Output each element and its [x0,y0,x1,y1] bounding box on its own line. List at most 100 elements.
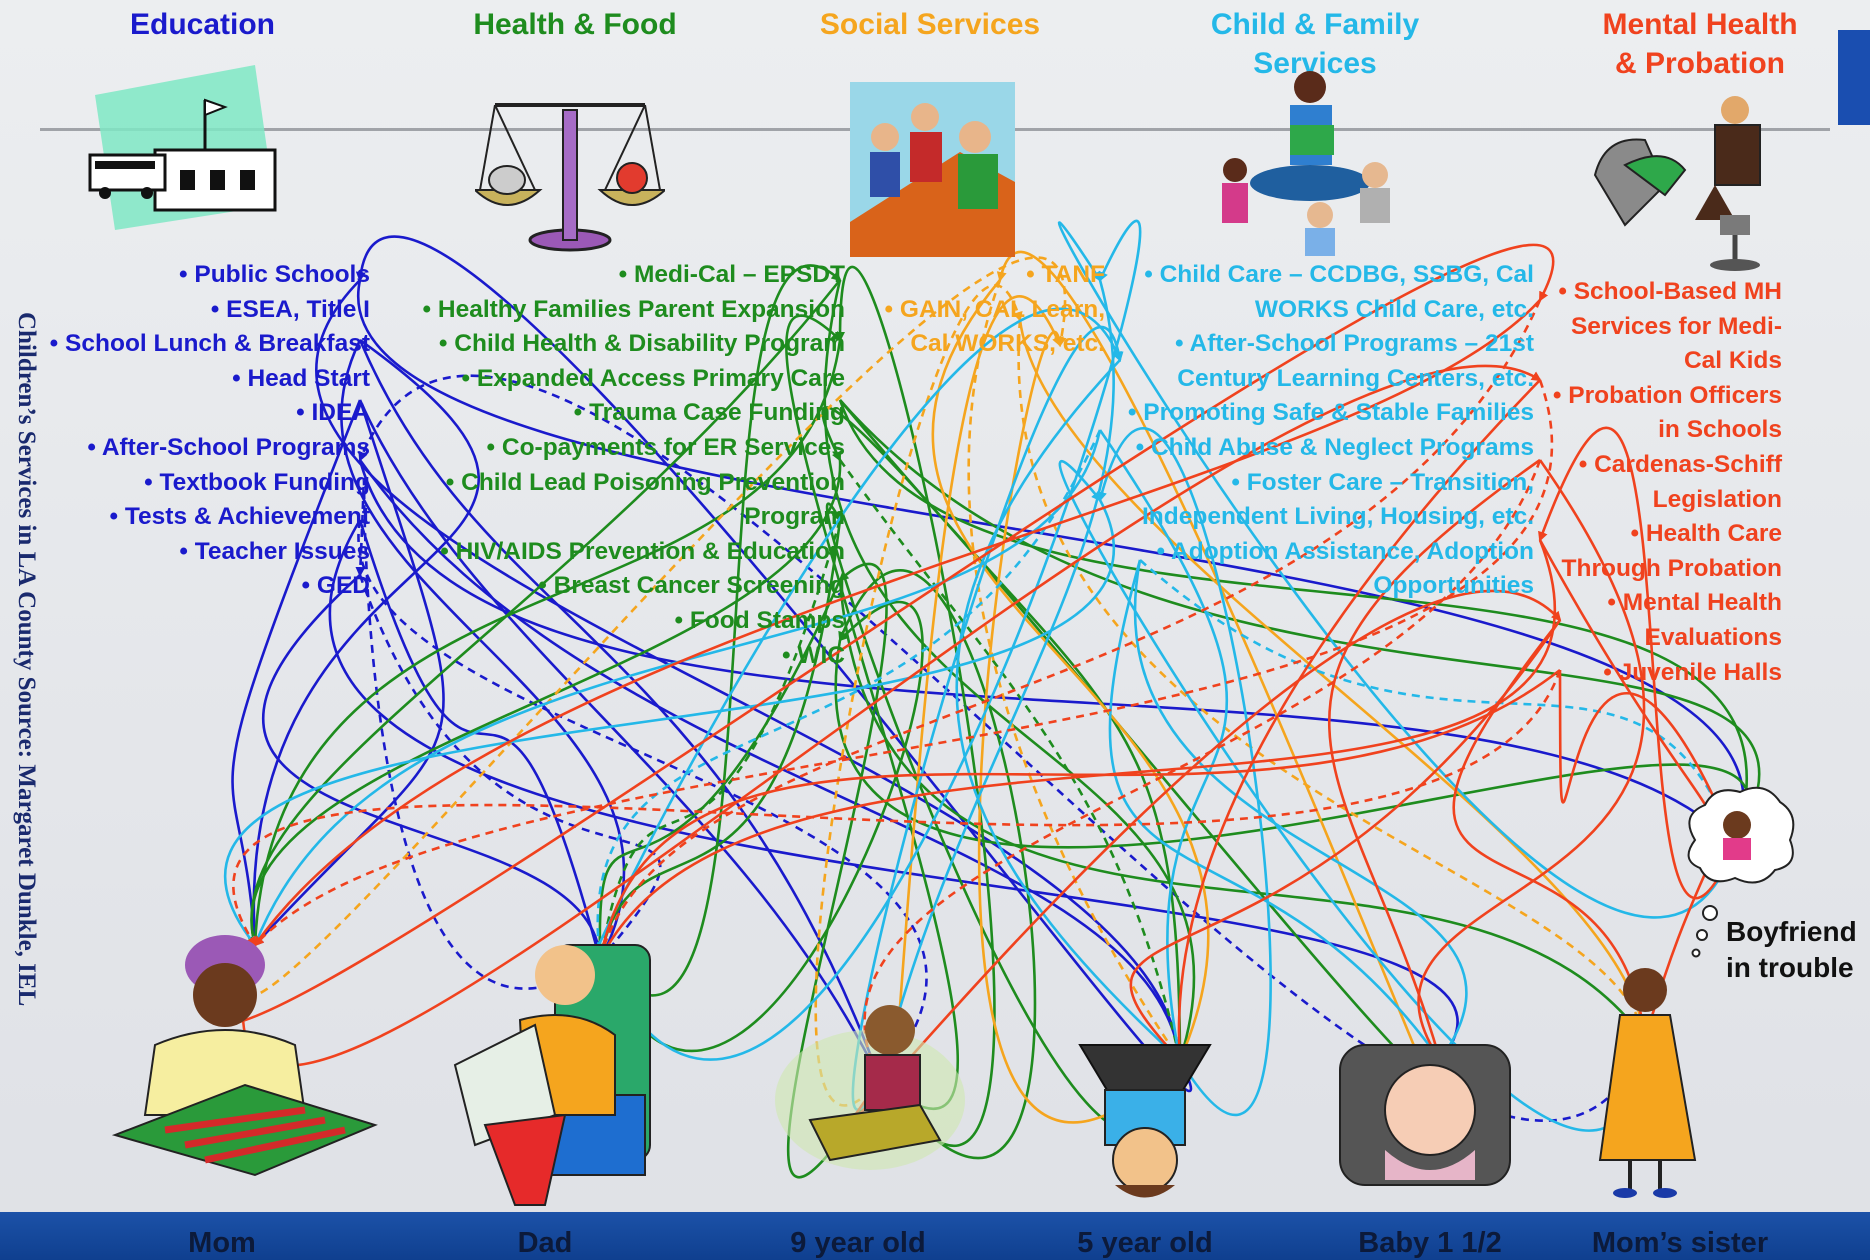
health-item: Program [744,503,845,531]
education-services: Public Schools ESEA, Title I School Lunc… [50,258,370,604]
school-building-icon [88,65,277,230]
child-family-title-line1: Child & Family [1210,8,1420,41]
education-title: Education [129,8,275,41]
boyfriend-line1: Boyfriend [1726,916,1857,947]
connector-arrow [357,519,928,1082]
connector-arrow [1139,559,1737,847]
mental-health-item: Probation Officers [1553,379,1782,414]
mental-health-item: Through Probation [1561,554,1782,582]
education-item: Public Schools [50,258,370,293]
mental-health-title-line2: & Probation [1615,47,1785,80]
connector-arrow [1452,619,1650,1042]
education-item: ESEA, Title I [50,293,370,328]
mental-health-item: Legislation [1652,485,1782,513]
education-item: After-School Programs [50,431,370,466]
education-item: Head Start [50,362,370,397]
baby-figure-icon [1339,1044,1511,1186]
health-item: Healthy Families Parent Expansion [423,293,845,328]
social-item: TANF [885,258,1106,293]
mental-health-item: Health Care [1553,517,1782,552]
family-label-band [0,1212,1870,1260]
mental-health-item: Mental Health [1553,586,1782,621]
social-item: GAIN, CAL Learn, [885,293,1105,328]
child-family-item: WORKS Child Care, etc. [1254,295,1534,323]
child-family-item: Foster Care – Transition, [1128,466,1534,501]
child-family-item: After-School Programs – 21st [1128,327,1534,362]
connector-arrow [838,459,1184,1062]
connector-arrow [955,359,1182,1062]
mental-health-item: Cardenas-Schiff [1553,448,1782,483]
connector-arrow [358,574,662,962]
balance-scale-icon [475,103,665,252]
health-food-services: Medi-Cal – EPSDT Healthy Families Parent… [423,258,845,674]
connector-arrow [232,669,1562,947]
mental-health-services: School-Based MH Services for Medi- Cal K… [1553,275,1782,690]
health-item: Child Lead Poisoning Prevention [423,466,845,501]
education-item: School Lunch & Breakfast [50,327,370,362]
connector-arrow [328,519,1459,1062]
child-family-item: Century Learning Centers, etc. [1177,364,1534,392]
social-services-list: TANF GAIN, CAL Learn, Cal WORKS, etc. [885,258,1106,362]
moms-sister-figure-icon [1598,968,1697,1198]
education-item: Textbook Funding [50,466,371,501]
connector-arrow [931,279,1210,1062]
connector-arrow [977,330,1181,1124]
connector-arrow [1133,559,1468,1062]
counseling-icon [1593,96,1761,271]
health-item: Medi-Cal – EPSDT [423,258,845,293]
health-item: Trauma Case Funding [423,396,845,431]
connector-arrow [1098,429,1229,1062]
connector-arrow [838,579,1647,1042]
thought-dots-icon [1691,905,1718,958]
connector-arrow [253,299,1541,947]
boyfriend-thought-bubble-icon [1687,786,1795,884]
connector-arrow [598,219,1142,1061]
mental-health-item: Cal Kids [1683,347,1782,375]
health-food-title: Health & Food [473,8,677,41]
connector-arrow [834,265,996,1148]
education-item: IDEA [50,396,370,431]
education-item: Tests & Achievement [50,500,370,535]
connector-arrow [597,299,1542,962]
family-label-moms-sister: Mom’s sister [1591,1227,1769,1259]
corner-logo-block [1838,30,1870,125]
child-family-item: Child Abuse & Neglect Programs [1128,431,1534,466]
connector-arrow [596,519,842,962]
child-family-item: Promoting Safe & Stable Families [1128,396,1534,431]
connector-arrow [598,539,1557,962]
health-item: Co-payments for ER Services [423,431,845,466]
mental-health-item: Evaluations [1644,623,1782,651]
mental-health-item: School-Based MH [1553,275,1782,310]
sidebar-source-label: Children’s Services in LA County Source:… [13,312,40,1007]
health-item: Breast Cancer Screening [423,569,845,604]
child-family-services: Child Care – CCDBG, SSBG, Cal WORKS Chil… [1128,258,1534,604]
mental-health-item: in Schools [1658,416,1782,444]
meeting-people-icon [850,82,1015,257]
social-services-title: Social Services [819,8,1041,41]
connector-arrow [1417,459,1646,1062]
connector-arrow [358,399,882,1082]
mom-figure-icon [111,935,378,1177]
family-label-nine-year-old: 9 year old [790,1227,926,1259]
mental-health-item: Services for Medi- [1570,312,1782,340]
connector-arrow [1018,319,1650,1042]
connector-arrow [253,379,1553,947]
health-item: HIV/AIDS Prevention & Education [423,535,845,570]
connector-arrow [1057,221,1737,919]
five-year-old-figure-icon [1078,1044,1212,1198]
family-label-dad: Dad [517,1227,573,1259]
health-item: Food Stamps [423,604,845,639]
family-label-five-year-old: 5 year old [1077,1227,1213,1259]
connector-arrow [863,459,1542,1082]
health-item: Expanded Access Primary Care [423,362,845,397]
connector-arrow [838,569,1037,1160]
connector-arrow [596,519,842,962]
storytelling-icon [1222,71,1390,256]
mental-health-item: Juvenile Halls [1553,656,1782,691]
connector-arrow [834,639,1751,849]
connector-arrow [1558,669,1737,847]
connector-arrow [877,279,1115,1082]
health-item: WIC [423,639,845,674]
social-item: Cal WORKS, etc. [910,330,1105,358]
